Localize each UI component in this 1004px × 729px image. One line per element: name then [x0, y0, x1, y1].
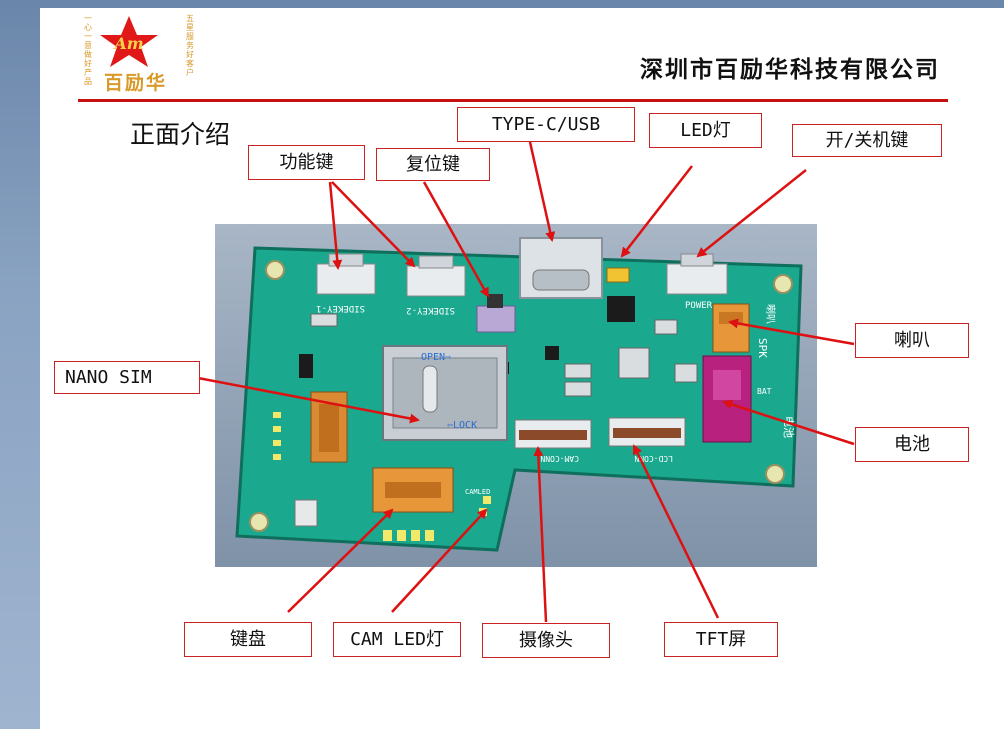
bat-text: BAT	[757, 387, 772, 396]
logo-tagline-right: 五星服务好客户	[186, 14, 194, 77]
arrow-function-key-1	[328, 181, 343, 270]
label-keyboard: 键盘	[184, 622, 312, 657]
sidekey1-text: SIDEKEY-1	[316, 303, 365, 313]
label-power-key: 开/关机键	[792, 124, 942, 157]
label-tft: TFT屏	[664, 622, 778, 657]
label-camera: 摄像头	[482, 623, 610, 658]
label-reset-key: 复位键	[376, 148, 490, 181]
slide-title: 正面介绍	[130, 120, 231, 149]
arrow-power-key	[696, 169, 807, 258]
small-white-connector	[294, 499, 318, 527]
left-pads	[273, 412, 281, 460]
spk-cn-text: 喇叭	[764, 304, 776, 324]
label-led: LED灯	[649, 113, 762, 148]
header-rule	[78, 99, 948, 102]
company-name: 深圳市百励华科技有限公司	[640, 56, 940, 83]
lcd-conn-text: LCD-CONN	[634, 454, 673, 463]
label-function-key: 功能键	[248, 145, 365, 180]
arrow-type-c	[528, 141, 556, 242]
reset-key	[476, 305, 516, 333]
arrow-battery	[722, 399, 855, 446]
arrow-cam-led	[391, 508, 488, 613]
sim-open-text: OPEN⇨	[421, 352, 451, 363]
label-cam-led: CAM LED灯	[333, 622, 461, 657]
pcb-board: SIDEKEY-1 SIDEKEY-2 POWER OPEN⇨ ⇦LOCK	[215, 224, 817, 567]
label-nano-sim: NANO SIM	[54, 361, 200, 394]
keyboard-pads	[383, 530, 434, 541]
arrow-function-key-2	[331, 181, 416, 268]
sidekey2-text: SIDEKEY-2	[406, 305, 455, 315]
arrow-reset-key	[422, 181, 490, 298]
cam-connector	[514, 419, 592, 449]
keyboard-connector	[372, 467, 454, 513]
label-battery: 电池	[855, 427, 969, 462]
sim-lock-text: ⇦LOCK	[447, 420, 477, 431]
label-type-c: TYPE-C/USB	[457, 107, 635, 142]
battery-connector	[702, 355, 752, 443]
led-indicator	[606, 267, 630, 283]
logo-name: 百励华	[104, 72, 168, 94]
passive-components	[310, 313, 698, 397]
arrow-speaker	[728, 318, 855, 346]
arrow-camera	[533, 446, 548, 623]
lcd-connector	[608, 417, 686, 447]
side-key-2	[406, 255, 466, 297]
star-logo-icon: Am	[100, 16, 158, 67]
power-text: POWER	[685, 301, 713, 311]
logo-mark: Am	[112, 34, 143, 53]
logo-tagline-left: 一心一意做好产品	[84, 14, 92, 86]
spk-text: SPK	[756, 338, 769, 358]
arrow-nano-sim	[197, 376, 420, 424]
arrow-led	[620, 165, 693, 258]
usb-c-connector	[519, 237, 603, 299]
camled-text: CAMLED	[465, 488, 490, 496]
label-speaker: 喇叭	[855, 323, 969, 358]
arrow-keyboard	[287, 508, 394, 613]
cam-conn-text: CAM-CONN	[540, 454, 579, 463]
arrow-tft	[632, 444, 720, 619]
mounting-holes	[249, 260, 793, 532]
